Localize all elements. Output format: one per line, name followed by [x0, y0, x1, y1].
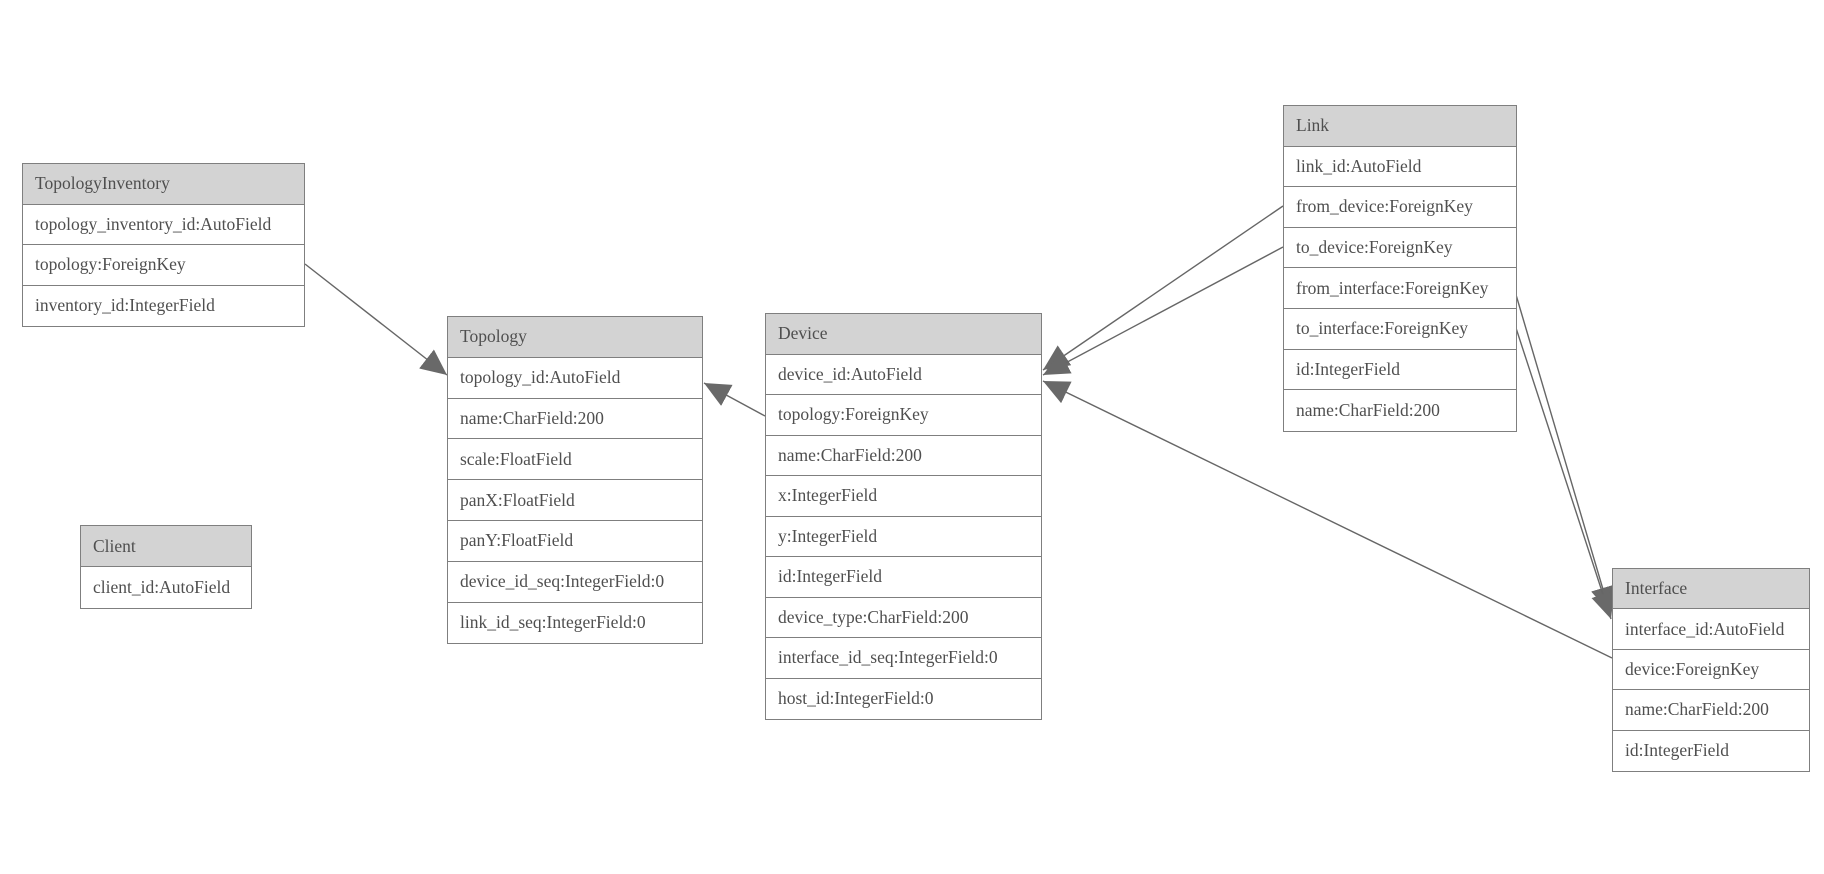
field-row: link_id_seq:IntegerField:0: [448, 602, 702, 644]
table-header-topology: Topology: [448, 317, 702, 358]
field-label: host_id:IntegerField:0: [778, 688, 934, 709]
field-label: client_id:AutoField: [93, 577, 231, 597]
table-title: Interface: [1625, 578, 1688, 599]
field-row: link_id:AutoField: [1284, 146, 1516, 188]
field-label: scale:FloatField: [460, 448, 572, 469]
field-label: topology:ForeignKey: [35, 254, 186, 275]
field-label: topology:ForeignKey: [778, 404, 929, 425]
field-label: name:CharField:200: [1296, 399, 1440, 420]
field-label: panY:FloatField: [460, 530, 574, 551]
table-header-link: Link: [1284, 106, 1516, 147]
field-label: x:IntegerField: [778, 485, 878, 506]
table-header-client: Client: [81, 526, 251, 567]
field-row: name:CharField:200: [766, 435, 1041, 476]
field-row: from_interface:ForeignKey: [1284, 268, 1516, 309]
field-label: device:ForeignKey: [1625, 658, 1760, 679]
field-row: interface_id:AutoField: [1613, 609, 1809, 650]
field-row: x:IntegerField: [766, 476, 1041, 517]
table-topology: Topology topology_id:AutoField name:CharFi…: [447, 316, 703, 645]
field-label: link_id:AutoField: [1296, 155, 1422, 176]
field-label: to_interface:ForeignKey: [1296, 318, 1469, 339]
table-device: Device device_id:AutoField topology:Foreig…: [765, 313, 1042, 720]
table-interface: Interface interface_id:AutoField device:Fo…: [1612, 568, 1810, 772]
field-row: to_interface:ForeignKey: [1284, 308, 1516, 350]
field-row: device:ForeignKey: [1613, 649, 1809, 691]
edge-interface-device-device: [1042, 380, 1613, 659]
field-label: name:CharField:200: [778, 444, 922, 465]
field-label: to_device:ForeignKey: [1296, 237, 1453, 258]
field-label: y:IntegerField: [778, 525, 878, 546]
field-row: panY:FloatField: [448, 520, 702, 562]
field-row: panX:FloatField: [448, 480, 702, 521]
field-row: scale:FloatField: [448, 439, 702, 481]
table-title: TopologyInventory: [35, 173, 170, 194]
table-title: Link: [1296, 115, 1330, 136]
field-row: interface_id_seq:IntegerField:0: [766, 638, 1041, 679]
edge-link-to_device-device: [1042, 246, 1284, 376]
field-label: interface_id_seq:IntegerField:0: [778, 647, 998, 668]
field-row: device_id:AutoField: [766, 354, 1041, 395]
field-label: name:CharField:200: [460, 407, 604, 428]
table-header-device: Device: [766, 314, 1041, 355]
field-label: id:IntegerField: [1625, 740, 1730, 761]
table-client: Client client_id:AutoField: [80, 525, 252, 609]
field-label: inventory_id:IntegerField: [35, 295, 215, 316]
field-row: y:IntegerField: [766, 516, 1041, 557]
field-row: id:IntegerField: [1613, 730, 1809, 771]
field-label: name:CharField:200: [1625, 699, 1769, 720]
field-row: client_id:AutoField: [81, 567, 251, 608]
table-title: Topology: [460, 326, 527, 347]
field-label: interface_id:AutoField: [1625, 618, 1785, 639]
field-row: device_id_seq:IntegerField:0: [448, 561, 702, 603]
field-row: device_type:CharField:200: [766, 597, 1041, 638]
table-title: Client: [93, 535, 136, 556]
field-row: from_device:ForeignKey: [1284, 187, 1516, 228]
edge-link-to_interface-interface: [1515, 327, 1615, 620]
field-label: device_type:CharField:200: [778, 606, 969, 627]
field-row: name:CharField:200: [448, 398, 702, 440]
field-row: topology_inventory_id:AutoField: [23, 204, 304, 245]
field-row: to_device:ForeignKey: [1284, 227, 1516, 269]
field-label: id:IntegerField: [1296, 358, 1401, 379]
edge-topologyinventory-topology: [304, 263, 448, 376]
field-label: topology_inventory_id:AutoField: [35, 213, 272, 234]
field-label: id:IntegerField: [778, 566, 883, 587]
field-row: name:CharField:200: [1613, 690, 1809, 731]
table-topologyinventory: TopologyInventory topology_inventory_id:A…: [22, 163, 305, 327]
field-label: link_id_seq:IntegerField:0: [460, 612, 646, 633]
field-row: topology_id:AutoField: [448, 357, 702, 399]
field-label: device_id:AutoField: [778, 363, 922, 384]
field-label: device_id_seq:IntegerField:0: [460, 571, 665, 592]
table-title: Device: [778, 323, 828, 344]
field-row: id:IntegerField: [1284, 349, 1516, 391]
edge-link-from_interface-interface: [1513, 287, 1615, 614]
table-link: Link link_id:AutoField from_device:Foreign…: [1283, 105, 1517, 432]
field-label: from_device:ForeignKey: [1296, 196, 1473, 217]
field-label: from_interface:ForeignKey: [1296, 277, 1489, 298]
field-row: id:IntegerField: [766, 557, 1041, 598]
edge-device-topology: [703, 382, 766, 417]
field-row: host_id:IntegerField:0: [766, 678, 1041, 719]
field-row: inventory_id:IntegerField: [23, 285, 304, 326]
table-header-topologyinventory: TopologyInventory: [23, 164, 304, 205]
field-label: topology_id:AutoField: [460, 367, 621, 388]
table-header-interface: Interface: [1613, 569, 1809, 610]
edge-link-from_device-device: [1042, 205, 1284, 371]
field-row: topology:ForeignKey: [23, 245, 304, 286]
field-row: name:CharField:200: [1284, 390, 1516, 431]
field-label: panX:FloatField: [460, 489, 575, 510]
field-row: topology:ForeignKey: [766, 395, 1041, 436]
